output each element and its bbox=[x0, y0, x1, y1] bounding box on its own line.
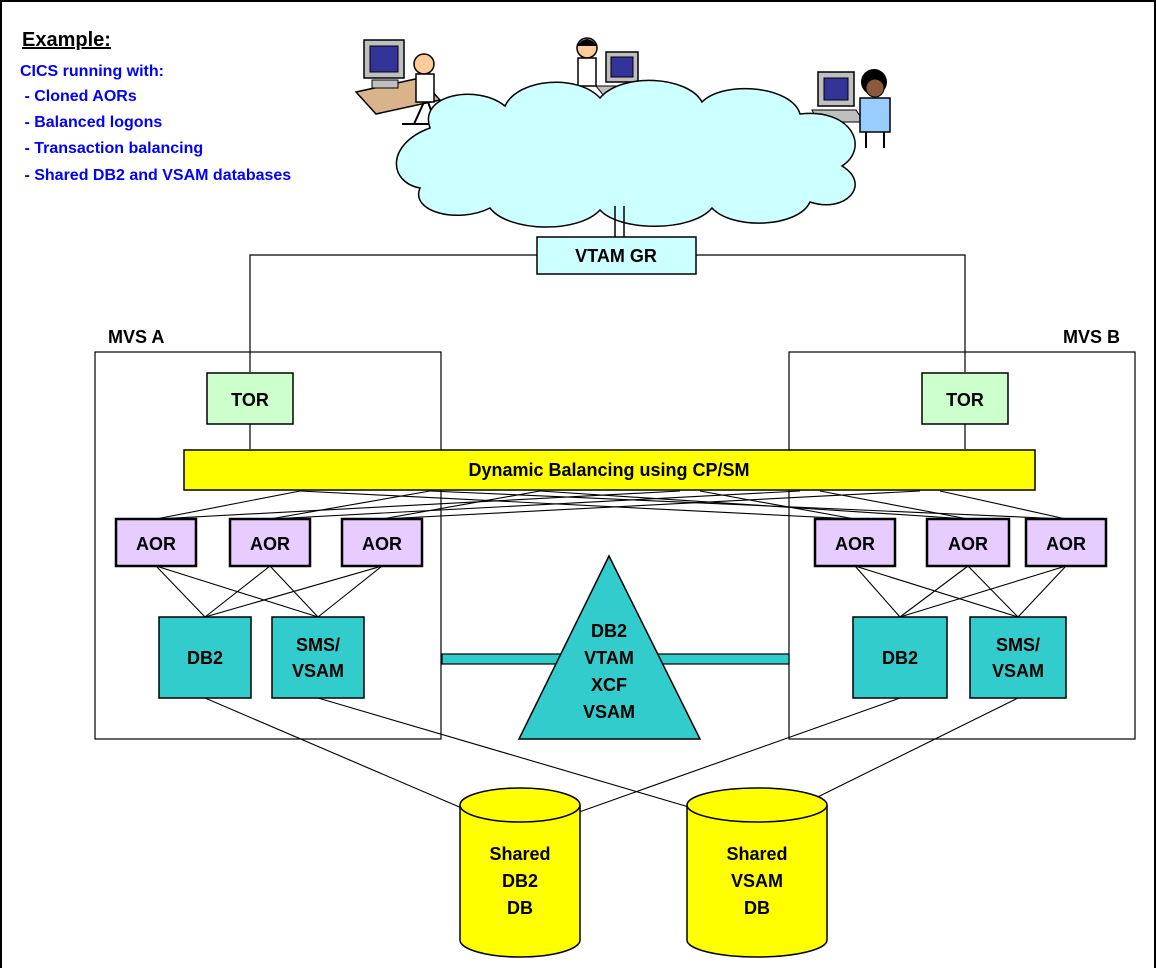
db2-box-a bbox=[158, 616, 252, 699]
user-standing-illustration bbox=[811, 69, 891, 148]
shared-vsam-cylinder bbox=[686, 787, 828, 958]
network-cloud bbox=[395, 79, 856, 228]
shared-db2-label: Shared bbox=[489, 844, 550, 864]
aor-label: AOR bbox=[136, 534, 176, 554]
tor-box-b bbox=[921, 372, 1009, 425]
vtam-tor-link-b bbox=[696, 254, 966, 372]
aor-label: AOR bbox=[250, 534, 290, 554]
coupling-label: VSAM bbox=[583, 702, 635, 722]
db2-label-b: DB2 bbox=[882, 648, 918, 668]
example-heading: Example: bbox=[22, 29, 111, 51]
example-line: - Balanced logons bbox=[20, 114, 162, 131]
aor-box bbox=[340, 517, 424, 568]
sms-label-a: VSAM bbox=[292, 661, 344, 681]
coupling-label: VTAM bbox=[584, 648, 634, 668]
aor-resource-links bbox=[155, 565, 1067, 618]
coupling-label: DB2 bbox=[591, 621, 627, 641]
example-line: - Transaction balancing bbox=[20, 140, 203, 157]
tor-box-a bbox=[206, 372, 294, 425]
example-legend: Example: CICS running with: - Cloned AOR… bbox=[20, 29, 291, 184]
sms-label-a: SMS/ bbox=[296, 635, 340, 655]
sms-vsam-box-b bbox=[969, 616, 1067, 699]
shared-db2-label: DB bbox=[507, 898, 533, 918]
coupling-link-a bbox=[441, 653, 573, 665]
coupling-facility-triangle bbox=[517, 554, 702, 740]
coupling-label: XCF bbox=[591, 675, 627, 695]
example-line: CICS running with: bbox=[20, 63, 164, 80]
aor-box bbox=[228, 517, 312, 568]
dynamic-balancing-bar bbox=[183, 449, 1036, 491]
sms-label-b: VSAM bbox=[992, 661, 1044, 681]
shared-vsam-label: Shared bbox=[726, 844, 787, 864]
sms-vsam-box-a bbox=[271, 616, 365, 699]
dynamic-balancing-label: Dynamic Balancing using CP/SM bbox=[468, 460, 749, 480]
vtam-tor-link-a bbox=[249, 254, 537, 372]
tor-label-a: TOR bbox=[231, 390, 269, 410]
aor-label: AOR bbox=[1046, 534, 1086, 554]
mvs-b-box bbox=[788, 351, 1136, 740]
aor-box bbox=[813, 517, 897, 568]
vtam-gr-label: VTAM GR bbox=[575, 246, 657, 266]
example-line: - Shared DB2 and VSAM databases bbox=[20, 167, 291, 184]
sms-label-b: SMS/ bbox=[996, 635, 1040, 655]
user-at-desk-illustration bbox=[354, 39, 446, 125]
mvs-a-label: MVS A bbox=[108, 327, 164, 347]
mvs-a-box bbox=[94, 351, 442, 740]
aor-label: AOR bbox=[948, 534, 988, 554]
balancer-aor-links bbox=[155, 490, 1067, 520]
coupling-link-b bbox=[644, 653, 790, 665]
shared-vsam-label: VSAM bbox=[731, 871, 783, 891]
aor-box bbox=[925, 517, 1011, 568]
aor-box bbox=[1024, 517, 1108, 568]
db2-label-a: DB2 bbox=[187, 648, 223, 668]
vtam-gr-box bbox=[536, 236, 697, 275]
shared-vsam-label: DB bbox=[744, 898, 770, 918]
shared-db2-label: DB2 bbox=[502, 871, 538, 891]
aor-label: AOR bbox=[835, 534, 875, 554]
tor-label-b: TOR bbox=[946, 390, 984, 410]
shared-db2-cylinder bbox=[459, 787, 581, 958]
example-line: - Cloned AORs bbox=[20, 88, 137, 105]
mvs-b-label: MVS B bbox=[1063, 327, 1120, 347]
aor-label: AOR bbox=[362, 534, 402, 554]
